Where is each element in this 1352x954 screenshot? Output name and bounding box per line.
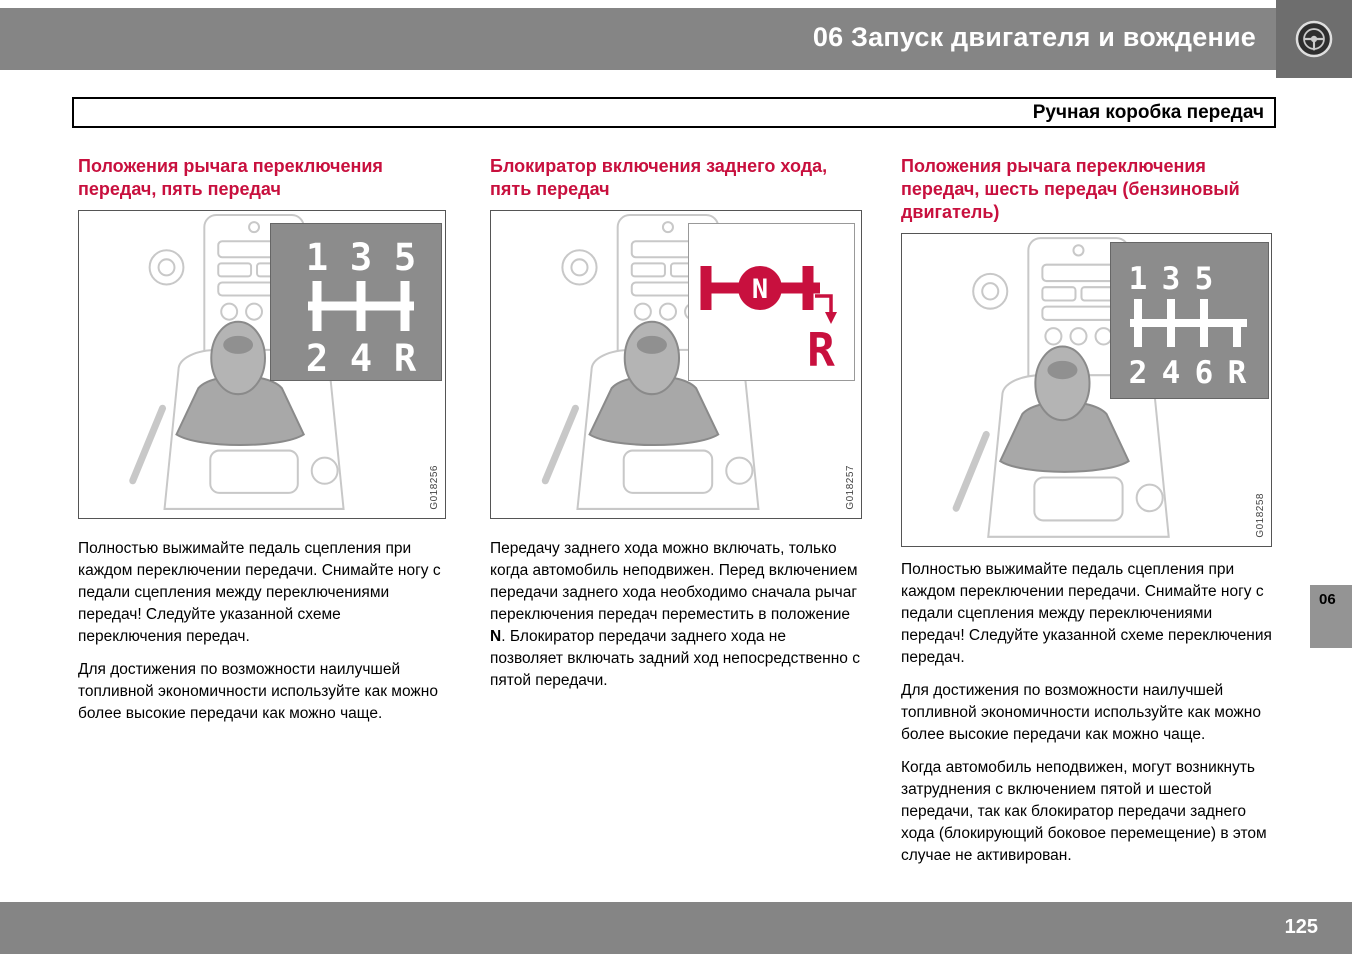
figure-reverse-lockout: N R G018257 bbox=[490, 210, 862, 519]
steering-wheel-icon bbox=[1295, 20, 1333, 58]
figure-six-speed: 1 3 5 2 4 6 R G018258 bbox=[901, 233, 1272, 547]
svg-text:3: 3 bbox=[1162, 261, 1181, 297]
column-six-speed: Положения рычага переключения передач, ш… bbox=[901, 155, 1272, 878]
svg-text:3: 3 bbox=[350, 236, 372, 279]
column-heading: Положения рычага переключения передач, п… bbox=[78, 156, 383, 199]
chapter-side-tab: 06 bbox=[1310, 585, 1352, 648]
svg-text:R: R bbox=[807, 323, 835, 377]
paragraph: Передачу заднего хода можно включать, то… bbox=[490, 540, 860, 689]
figure-code: G018257 bbox=[845, 465, 856, 510]
column-reverse-lockout: Блокиратор включения заднего хода, пять … bbox=[490, 155, 862, 703]
chapter-title: 06 Запуск двигателя и вождение bbox=[812, 22, 1256, 52]
column-five-speed: Положения рычага переключения передач, п… bbox=[78, 155, 446, 736]
shift-pattern-6speed: 1 3 5 2 4 6 R bbox=[1110, 242, 1269, 399]
footer-bar: 125 bbox=[0, 902, 1352, 954]
shift-pattern-reverse-lockout: N R bbox=[688, 223, 855, 381]
svg-text:N: N bbox=[752, 274, 768, 305]
column-heading: Блокиратор включения заднего хода, пять … bbox=[490, 156, 828, 199]
paragraph: Полностью выжимайте педаль сцепления при… bbox=[78, 540, 441, 645]
svg-text:2: 2 bbox=[1129, 355, 1148, 391]
paragraph: Когда автомобиль неподвижен, могут возни… bbox=[901, 759, 1267, 864]
svg-text:1: 1 bbox=[306, 236, 328, 279]
figure-five-speed: 1 3 5 2 4 R G018256 bbox=[78, 210, 446, 519]
svg-text:4: 4 bbox=[350, 337, 372, 380]
svg-text:1: 1 bbox=[1129, 261, 1148, 297]
svg-text:R: R bbox=[1228, 355, 1247, 391]
figure-code: G018256 bbox=[429, 465, 440, 510]
paragraph: Полностью выжимайте педаль сцепления при… bbox=[901, 561, 1272, 666]
svg-text:5: 5 bbox=[394, 236, 416, 279]
svg-text:2: 2 bbox=[306, 337, 328, 380]
svg-text:6: 6 bbox=[1195, 355, 1214, 391]
section-title: Ручная коробка передач bbox=[1032, 101, 1264, 123]
chapter-header-bar: 06 Запуск двигателя и вождение bbox=[0, 8, 1352, 70]
paragraph: Для достижения по возможности наилучшей … bbox=[901, 682, 1261, 743]
shift-pattern-5speed: 1 3 5 2 4 R bbox=[270, 223, 442, 381]
svg-text:R: R bbox=[394, 337, 417, 380]
section-title-bar: Ручная коробка передач bbox=[72, 97, 1276, 128]
page-number: 125 bbox=[1284, 916, 1318, 938]
svg-text:4: 4 bbox=[1162, 355, 1181, 391]
figure-code: G018258 bbox=[1255, 493, 1266, 538]
paragraph: Для достижения по возможности наилучшей … bbox=[78, 661, 438, 722]
brand-logo-box bbox=[1276, 0, 1352, 78]
column-heading: Положения рычага переключения передач, ш… bbox=[901, 156, 1240, 222]
svg-text:5: 5 bbox=[1195, 261, 1214, 297]
